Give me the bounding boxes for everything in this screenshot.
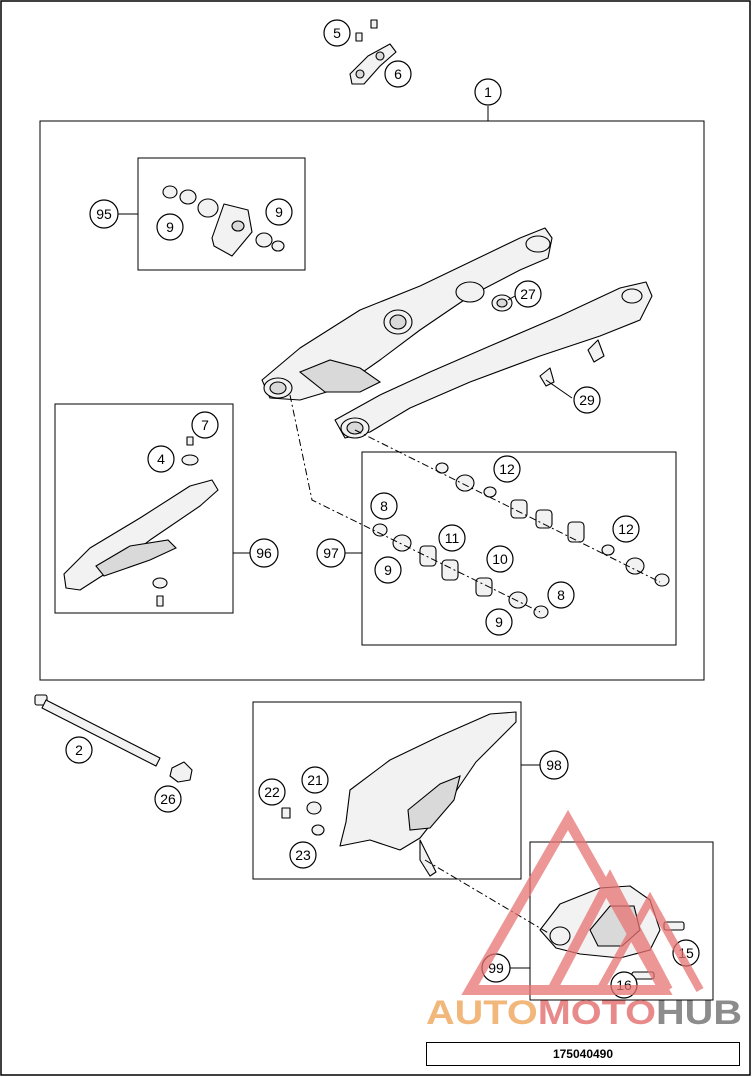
callout-8a: 8 [370,492,398,520]
svg-text:99: 99 [488,960,504,976]
assembly-line-97 [289,394,541,613]
part-bushing-27 [491,294,513,312]
callout-96: 96 [249,538,279,568]
callout-8b: 8 [547,581,575,609]
group-box-96 [54,403,234,614]
svg-text:9: 9 [275,204,283,220]
part-axle-2 [34,694,161,767]
group-box-99 [529,841,714,1001]
svg-text:98: 98 [546,757,562,773]
svg-text:12: 12 [618,521,634,537]
part-screw-5 [355,19,378,42]
callout-12a: 12 [493,455,521,483]
svg-text:97: 97 [323,545,339,561]
assembly-line-12 [354,429,661,583]
part-chain-guard-98 [281,711,517,877]
callout-10: 10 [486,545,514,573]
watermark-triangle-small [596,891,704,992]
svg-text:2: 2 [75,742,83,758]
svg-text:1: 1 [484,84,492,100]
part-group-97-bearings [372,462,670,619]
callout-27: 27 [514,280,542,308]
svg-text:12: 12 [499,461,515,477]
group-box-97 [361,451,677,646]
svg-text:9: 9 [166,219,174,235]
callout-9a: 9 [156,213,184,241]
callout-7: 7 [191,411,219,439]
callout-2: 2 [65,736,93,764]
svg-text:10: 10 [492,551,508,567]
svg-text:7: 7 [201,417,209,433]
svg-text:9: 9 [384,562,392,578]
part-chain-slider-96 [63,436,219,607]
svg-text:22: 22 [264,784,280,800]
part-swingarm-1 [261,227,653,439]
callout-11: 11 [438,524,466,552]
svg-text:96: 96 [256,545,272,561]
svg-text:11: 11 [445,530,460,546]
callout-1: 1 [474,78,502,106]
watermark-logo [461,809,704,995]
svg-text:8: 8 [557,587,565,603]
watermark-text-auto: AUTO [426,994,538,1032]
svg-text:5: 5 [333,25,341,41]
svg-text:27: 27 [520,286,536,302]
callout-23: 23 [289,841,317,869]
callout-9c: 9 [374,556,402,584]
svg-text:6: 6 [394,66,402,82]
callout-22: 22 [258,778,286,806]
svg-text:4: 4 [157,451,165,467]
callout-21: 21 [301,766,329,794]
callout-97: 97 [316,538,346,568]
watermark-triangle-inner [547,869,673,993]
part-nut-26 [169,761,193,783]
watermark-text-moto: MOTO [538,994,656,1032]
callout-12b: 12 [612,515,640,543]
assembly-line-99 [424,859,551,935]
watermark-text-hub: HUB [656,994,742,1032]
callout-9b: 9 [265,198,293,226]
callout-4: 4 [147,445,175,473]
diagram-number: 175040490 [426,1042,740,1066]
svg-text:95: 95 [96,206,112,222]
svg-text:21: 21 [307,772,323,788]
callout-26: 26 [154,785,182,813]
svg-text:8: 8 [380,498,388,514]
callout-95: 95 [89,199,119,229]
callout-29: 29 [573,386,601,414]
watermark-triangle-outer [461,809,673,995]
callout-5: 5 [323,19,351,47]
part-group-95-bearings [162,185,285,257]
callout-9d: 9 [485,608,513,636]
callout-98: 98 [539,750,569,780]
group-box-swingarm [39,120,705,681]
svg-text:29: 29 [579,392,595,408]
group-box-98 [252,701,522,880]
svg-text:26: 26 [160,791,176,807]
svg-text:23: 23 [295,847,311,863]
svg-text:9: 9 [495,614,503,630]
part-chain-clip-6 [349,43,397,85]
callout-6: 6 [384,60,412,88]
